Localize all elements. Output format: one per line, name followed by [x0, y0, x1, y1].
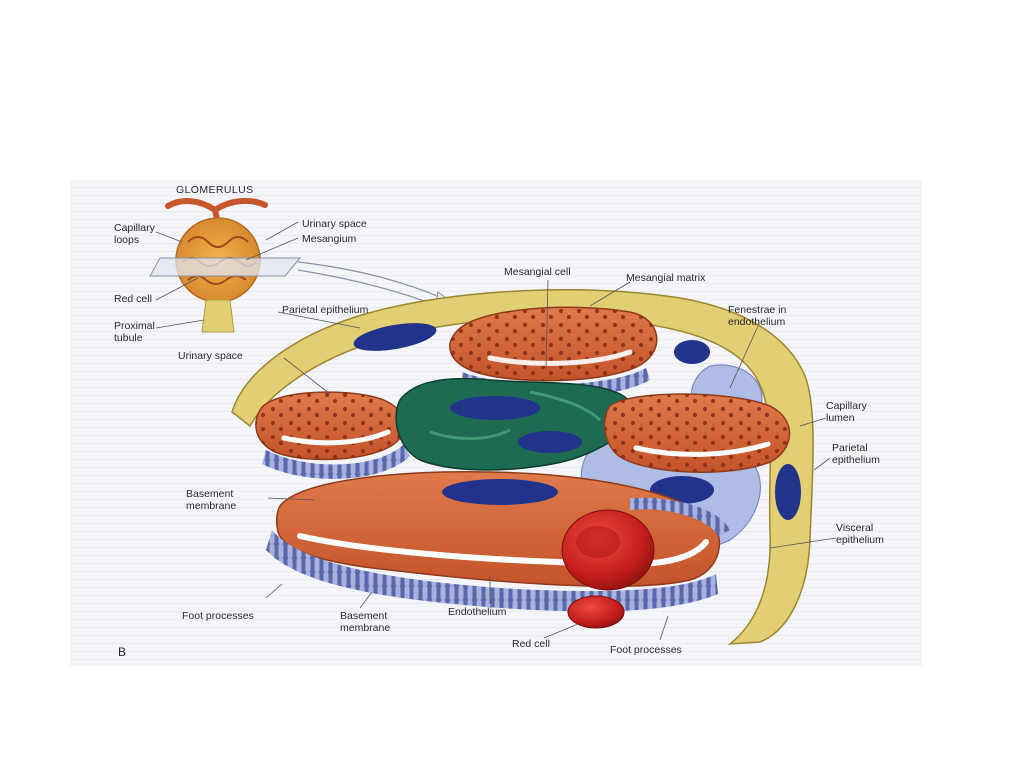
label-inset-red-cell: Red cell	[114, 293, 152, 305]
label-red-cell: Red cell	[512, 638, 550, 650]
figure-title: GLOMERULUS	[176, 184, 254, 196]
label-basement-membrane-bottom: Basement membrane	[340, 610, 391, 634]
inset-glomerulus	[149, 197, 456, 333]
label-mesangium: Mesangium	[302, 233, 357, 245]
label-fenestrae: Fenestrae in endothelium	[728, 304, 787, 328]
label-parietal-epithelium-top: Parietal epithelium	[282, 304, 369, 316]
glomerular-section	[231, 279, 837, 645]
label-urinary-space: Urinary space	[178, 350, 243, 362]
label-mesangial-matrix: Mesangial matrix	[626, 272, 706, 284]
label-capillary-loops: Capillary loops	[114, 222, 155, 246]
glomerulus-diagram	[149, 197, 837, 645]
label-proximal-tubule: Proximal tubule	[114, 320, 155, 344]
label-capillary-lumen: Capillary lumen	[826, 400, 867, 424]
label-inset-urinary-space: Urinary space	[302, 218, 367, 230]
label-parietal-epithelium-right: Parietal epithelium	[832, 442, 880, 466]
panel-letter: B	[118, 645, 127, 659]
glomerulus-figure: GLOMERULUS B Capillary loops Urinary spa…	[70, 180, 922, 666]
label-mesangial-cell: Mesangial cell	[504, 266, 571, 278]
label-foot-processes-bottom: Foot processes	[610, 644, 682, 656]
label-endothelium: Endothelium	[448, 606, 507, 618]
label-basement-membrane-left: Basement membrane	[186, 488, 237, 512]
label-foot-processes-left: Foot processes	[182, 610, 254, 622]
label-visceral-epithelium: Visceral epithelium	[836, 522, 884, 546]
